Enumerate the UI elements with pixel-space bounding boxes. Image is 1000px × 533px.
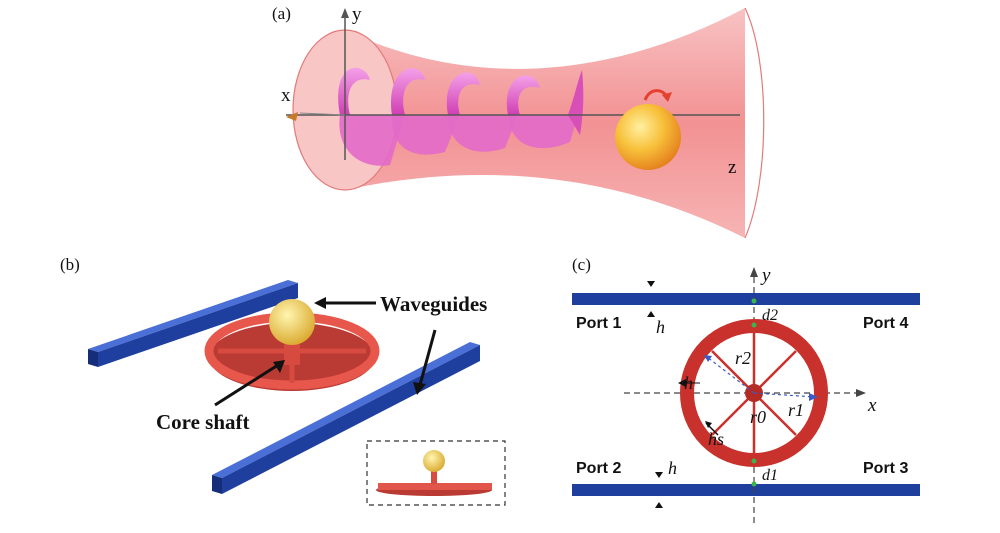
panel-a: (a) (0, 0, 1000, 245)
axis-z-label: z (728, 157, 737, 178)
beam-figure (286, 7, 765, 239)
r0-label: r0 (750, 407, 767, 427)
axis-y-label: y (352, 4, 362, 25)
panel-c-label: (c) (572, 255, 591, 274)
helical-wavefronts (338, 67, 584, 166)
panel-b-label: (b) (60, 255, 80, 274)
port-2-label: Port 2 (576, 460, 622, 477)
port-3-label: Port 3 (863, 460, 909, 477)
port-1-label: Port 1 (576, 315, 622, 332)
axis-x-label: x (281, 85, 291, 106)
d2-label: d2 (762, 307, 778, 324)
rotor-ball (269, 299, 315, 345)
port-4-label: Port 4 (863, 315, 909, 332)
rotor-figure (88, 280, 506, 506)
trapped-particle (615, 104, 681, 170)
r1-label: r1 (788, 400, 805, 420)
waveguide-bottom (572, 484, 920, 496)
hs-label: hs (708, 429, 725, 449)
d1-label: d1 (762, 467, 778, 484)
side-view-inset (366, 440, 506, 506)
waveguide-right (212, 342, 480, 494)
h-bottom-label: h (668, 458, 677, 478)
waveguides-label: Waveguides (380, 292, 488, 316)
panel-a-label: (a) (272, 4, 291, 23)
h-ring-label: h (684, 373, 693, 393)
waveguide-left (88, 280, 298, 367)
waveguide-top (572, 293, 920, 305)
axis-y-label-c: y (762, 265, 771, 286)
axis-x-label-c: x (868, 395, 877, 416)
panel-c: (c) Port 1 (560, 245, 1000, 533)
r2-label: r2 (735, 348, 752, 368)
h-top-label: h (656, 317, 665, 337)
core-shaft (284, 341, 300, 365)
top-view-schematic (572, 267, 920, 523)
panel-b: (b) (60, 245, 550, 533)
core-shaft-label: Core shaft (156, 410, 250, 434)
